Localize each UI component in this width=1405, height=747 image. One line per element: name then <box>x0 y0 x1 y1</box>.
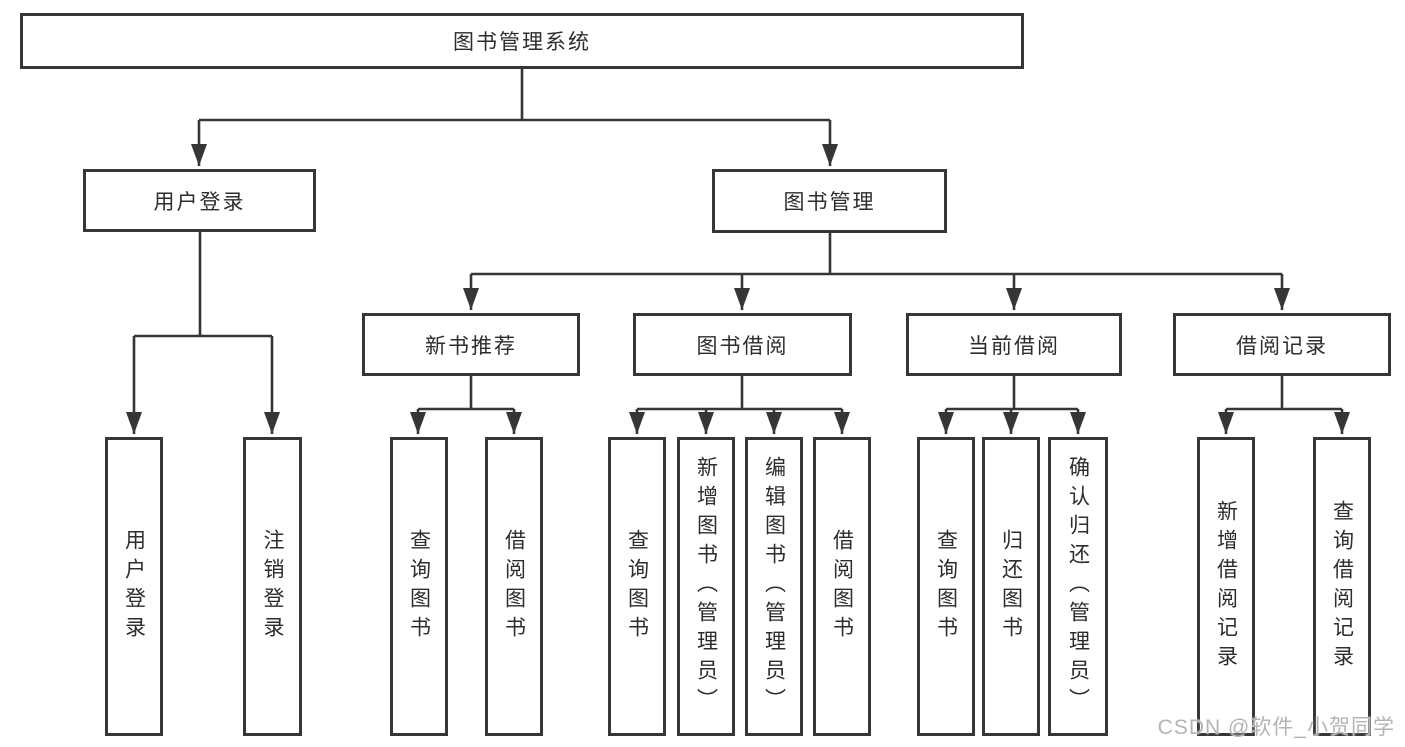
leaf-add-borrow-record: 新增借阅记录 <box>1197 437 1255 736</box>
leaf-borrow-books: 借阅图书 <box>813 437 871 736</box>
node-new-book-recommend: 新书推荐 <box>362 313 580 376</box>
node-root: 图书管理系统 <box>20 13 1024 69</box>
leaf-edit-book-admin: 编辑图书（管理员） <box>745 437 803 736</box>
leaf-add-borrow-record-label: 新增借阅记录 <box>1214 499 1238 674</box>
leaf-logout: 注销登录 <box>243 437 302 736</box>
leaf-query-books-recommend-label: 查询图书 <box>407 528 431 645</box>
leaf-query-borrow-record: 查询借阅记录 <box>1313 437 1371 736</box>
leaf-confirm-return-admin-label: 确认归还（管理员） <box>1066 456 1090 717</box>
node-user-login: 用户登录 <box>83 169 316 232</box>
leaf-return-book-label: 归还图书 <box>999 528 1023 645</box>
leaf-add-book-admin-label: 新增图书（管理员） <box>694 456 718 717</box>
node-borrow-record-label: 借阅记录 <box>1236 334 1328 358</box>
node-new-book-recommend-label: 新书推荐 <box>425 334 517 358</box>
node-current-borrow-label: 当前借阅 <box>968 334 1060 358</box>
node-user-login-label: 用户登录 <box>153 190 246 214</box>
leaf-confirm-return-admin: 确认归还（管理员） <box>1048 437 1108 736</box>
node-book-borrow: 图书借阅 <box>633 313 852 376</box>
node-book-management: 图书管理 <box>712 169 947 233</box>
leaf-add-book-admin: 新增图书（管理员） <box>677 437 735 736</box>
node-borrow-record: 借阅记录 <box>1173 313 1391 376</box>
leaf-borrow-books-recommend-label: 借阅图书 <box>502 528 526 645</box>
node-book-borrow-label: 图书借阅 <box>696 334 789 358</box>
leaf-borrow-books-label: 借阅图书 <box>830 528 854 645</box>
leaf-logout-label: 注销登录 <box>261 528 284 645</box>
leaf-user-login: 用户登录 <box>105 437 163 736</box>
leaf-borrow-books-recommend: 借阅图书 <box>485 437 543 736</box>
leaf-query-borrow-record-label: 查询借阅记录 <box>1330 499 1354 674</box>
leaf-edit-book-admin-label: 编辑图书（管理员） <box>762 456 786 717</box>
leaf-return-book: 归还图书 <box>982 437 1040 736</box>
leaf-user-login-label: 用户登录 <box>122 528 146 645</box>
leaf-query-books-borrow: 查询图书 <box>608 437 666 736</box>
leaf-query-books-current: 查询图书 <box>917 437 975 736</box>
leaf-query-books-recommend: 查询图书 <box>390 437 448 736</box>
leaf-query-books-current-label: 查询图书 <box>934 528 958 645</box>
leaf-query-books-borrow-label: 查询图书 <box>625 528 649 645</box>
csdn-watermark: CSDN @软件_小贺同学 <box>1157 716 1395 739</box>
node-book-management-label: 图书管理 <box>783 191 876 214</box>
node-current-borrow: 当前借阅 <box>906 313 1122 376</box>
node-root-label: 图书管理系统 <box>453 31 591 54</box>
